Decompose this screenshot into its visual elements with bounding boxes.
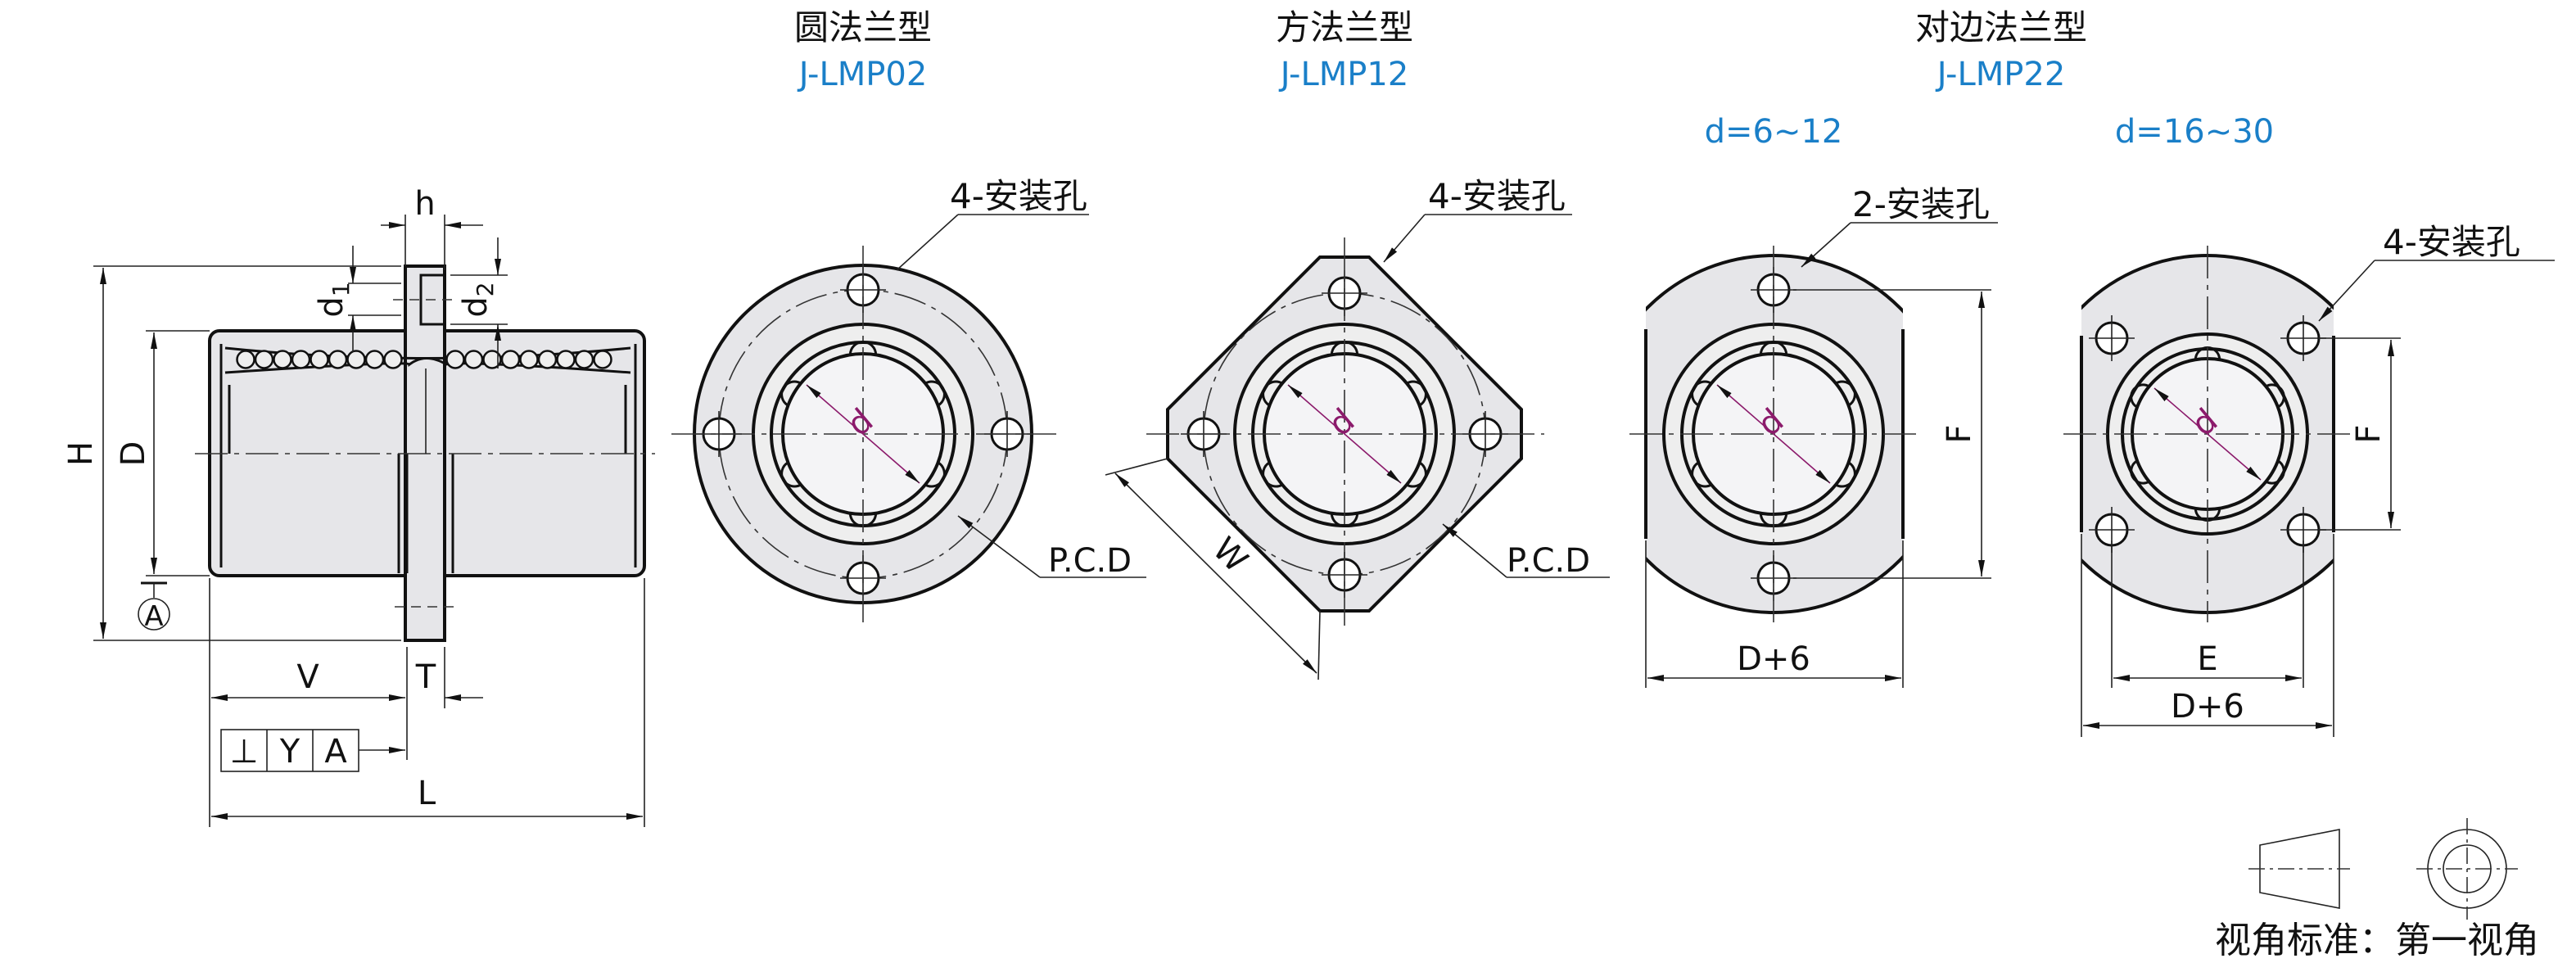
ball xyxy=(310,350,329,369)
dim-D6-label: D+6 xyxy=(2171,688,2244,726)
ball xyxy=(574,350,594,369)
ball xyxy=(519,350,539,369)
cut-flange-view-large: d F E D+6 4-安装孔 xyxy=(2063,222,2555,737)
ball-groove xyxy=(1835,461,1856,488)
side-view: H D A h d1 d2 V T xyxy=(62,185,655,827)
projection-label: 视角标准：第一视角 xyxy=(2215,920,2539,961)
ball-groove xyxy=(848,341,878,355)
ball-row xyxy=(236,350,612,369)
mounting-holes-label: 4-安装孔 xyxy=(1428,176,1566,216)
ball-groove xyxy=(2130,459,2150,485)
round-flange-view: d 4-安装孔 P.C.D xyxy=(671,176,1146,622)
ball-groove xyxy=(1691,380,1712,407)
dim-H-label: H xyxy=(62,441,100,466)
dim-h-label: h xyxy=(414,185,435,223)
ball xyxy=(463,350,484,369)
dim-E-label: E xyxy=(2197,640,2217,678)
svg-text:Y: Y xyxy=(279,733,301,771)
ball xyxy=(593,350,612,369)
dim-D6-label: D+6 xyxy=(1737,640,1810,678)
ball xyxy=(236,350,255,369)
round-flange-title: 圆法兰型 xyxy=(794,7,932,47)
ball-groove xyxy=(1262,380,1283,407)
ball-groove xyxy=(2130,383,2150,409)
ball xyxy=(556,350,576,369)
dim-L-label: L xyxy=(418,775,436,812)
mounting-holes-label: 4-安装孔 xyxy=(950,176,1087,216)
square-flange-title: 方法兰型 xyxy=(1276,7,1413,47)
first-angle-projection-symbol: 视角标准：第一视角 xyxy=(2215,818,2539,961)
ball-groove xyxy=(780,380,802,407)
pcd-label: P.C.D xyxy=(1507,542,1590,580)
variant-range-small: d=6~12 xyxy=(1705,113,1843,151)
svg-text:A: A xyxy=(324,733,347,771)
mounting-holes-label: 2-安装孔 xyxy=(1852,184,1990,224)
ball xyxy=(445,350,465,369)
ball-groove xyxy=(2265,383,2285,409)
ball-groove xyxy=(1330,513,1359,527)
ball-groove xyxy=(1835,380,1856,407)
ball xyxy=(346,350,366,369)
ball xyxy=(364,350,385,369)
pcd-label: P.C.D xyxy=(1048,542,1132,580)
dim-F-label: F xyxy=(2350,424,2388,443)
ball-groove xyxy=(1406,461,1427,488)
ball-groove xyxy=(2265,459,2285,485)
ball-groove xyxy=(1691,461,1712,488)
ball xyxy=(537,350,558,369)
dim-F-label: F xyxy=(1941,424,1978,443)
ball xyxy=(254,350,274,369)
variant-range-large: d=16~30 xyxy=(2115,113,2274,151)
ball-groove xyxy=(924,380,946,407)
dim-d1-label: d1 xyxy=(313,282,355,317)
cut-flange-title: 对边法兰型 xyxy=(1915,7,2087,47)
ball xyxy=(482,350,502,369)
svg-text:⊥: ⊥ xyxy=(230,733,259,771)
datum-label: A xyxy=(144,600,163,633)
dim-d2-label: d2 xyxy=(457,282,499,317)
ball-groove xyxy=(924,461,946,488)
square-flange-view: d W 4-安装孔 P.C.D xyxy=(1105,176,1610,680)
cut-flange-code: J-LMP22 xyxy=(1935,56,2066,93)
mounting-holes-label: 4-安装孔 xyxy=(2383,222,2520,262)
ball-groove xyxy=(780,461,802,488)
cut-flange-view-small: d F D+6 2-安装孔 xyxy=(1629,184,1998,688)
round-flange-code: J-LMP02 xyxy=(797,56,928,93)
dim-V-label: V xyxy=(296,658,319,696)
datum-circle xyxy=(138,598,170,631)
ball xyxy=(273,350,292,369)
ball-groove xyxy=(1406,380,1427,407)
ball-groove xyxy=(1759,341,1788,355)
perpendicularity-tolerance-frame: ⊥ Y A xyxy=(220,729,405,772)
dim-T-label: T xyxy=(415,658,436,696)
ball xyxy=(291,350,311,369)
ball xyxy=(500,350,521,369)
ball xyxy=(328,350,348,369)
ball xyxy=(383,350,403,369)
square-flange-code: J-LMP12 xyxy=(1278,56,1409,93)
dim-D-label: D xyxy=(115,441,152,467)
